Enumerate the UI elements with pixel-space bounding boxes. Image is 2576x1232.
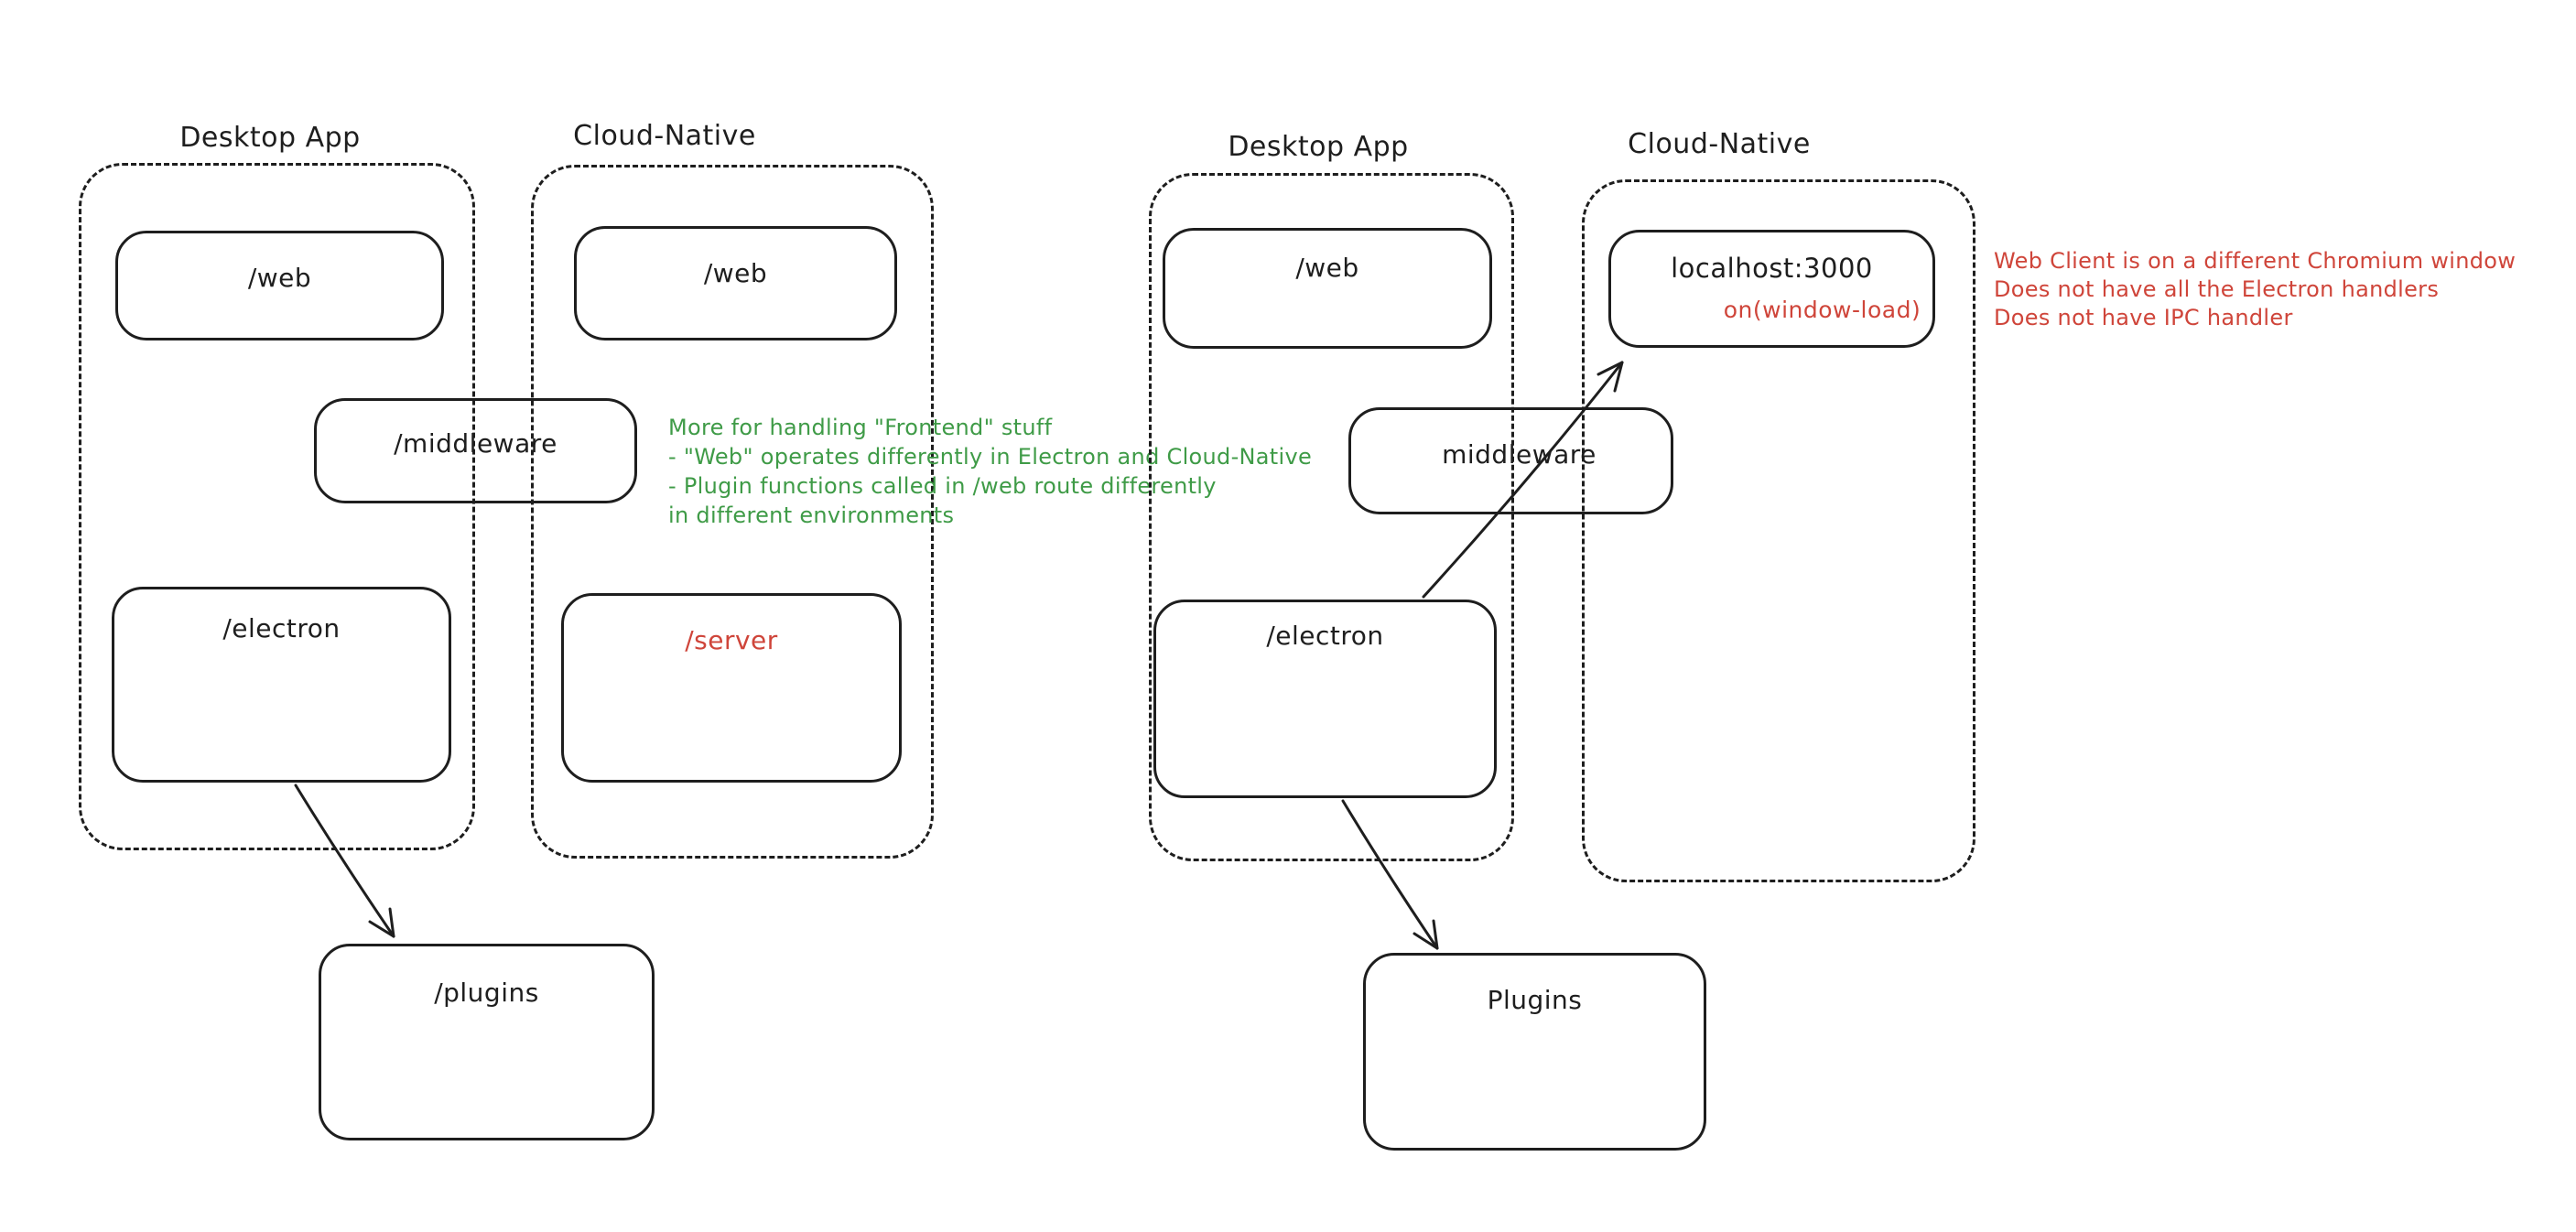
red-annotation-line2: Does not have all the Electron handlers <box>1994 276 2440 302</box>
red-annotation-line3: Does not have IPC handler <box>1994 305 2293 330</box>
left-server-label: /server <box>685 625 778 655</box>
left-plugins-label: /plugins <box>434 978 539 1008</box>
localhost-3000-label: localhost:3000 <box>1671 253 1873 284</box>
right-middleware-box: middleware <box>1348 407 1673 514</box>
left-server-box: /server <box>561 593 902 783</box>
left-desktop-web-box: /web <box>115 231 444 340</box>
right-desktop-app-title: Desktop App <box>1228 131 1409 163</box>
left-electron-label: /electron <box>222 613 341 643</box>
left-desktop-web-label: /web <box>247 263 312 293</box>
right-electron-label: /electron <box>1266 621 1384 651</box>
right-plugins-box: Plugins <box>1363 953 1706 1151</box>
green-annotation-line2: - "Web" operates differently in Electron… <box>668 444 1313 470</box>
on-window-load-label: on(window-load) <box>1723 297 1921 323</box>
left-cloud-web-label: /web <box>703 258 768 288</box>
left-desktop-app-title: Desktop App <box>179 122 361 154</box>
right-middleware-label: middleware <box>1442 439 1596 470</box>
right-cloud-native-title: Cloud-Native <box>1628 128 1811 160</box>
left-plugins-box: /plugins <box>319 944 655 1140</box>
right-web-box: /web <box>1163 228 1492 349</box>
green-annotation-line1: More for handling "Frontend" stuff <box>668 415 1053 440</box>
red-annotation: Web Client is on a different Chromium wi… <box>1994 247 2516 332</box>
left-cloud-native-container <box>531 165 934 859</box>
left-cloud-native-title: Cloud-Native <box>573 120 756 152</box>
left-middleware-label: /middleware <box>394 428 557 459</box>
red-annotation-line1: Web Client is on a different Chromium wi… <box>1994 248 2516 274</box>
left-cloud-web-box: /web <box>574 226 897 340</box>
right-plugins-label: Plugins <box>1487 985 1583 1015</box>
localhost-3000-box: localhost:3000 on(window-load) <box>1608 230 1935 348</box>
green-annotation-line3: - Plugin functions called in /web route … <box>668 473 1217 499</box>
right-electron-box: /electron <box>1153 600 1497 798</box>
green-annotation: More for handling "Frontend" stuff - "We… <box>668 413 1312 530</box>
green-annotation-line4: in different environments <box>668 503 955 528</box>
right-web-label: /web <box>1295 253 1359 283</box>
left-middleware-box: /middleware <box>314 398 637 503</box>
left-electron-box: /electron <box>112 587 451 783</box>
left-desktop-app-container <box>79 163 475 850</box>
